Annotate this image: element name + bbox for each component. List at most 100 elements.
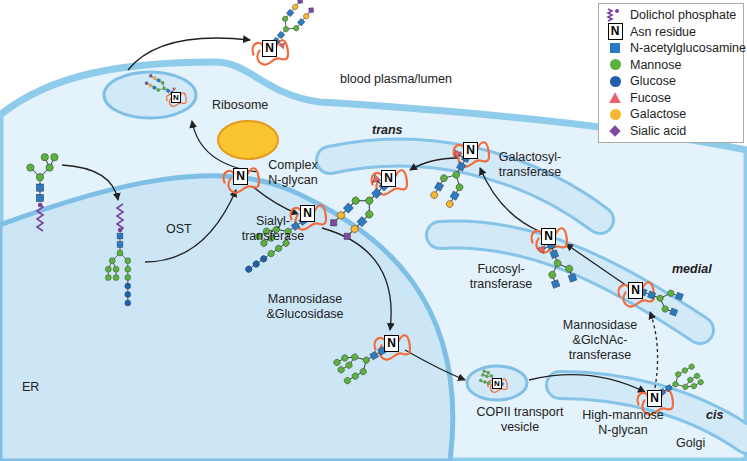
legend-text: Mannose (630, 58, 681, 72)
glycan (105, 233, 130, 306)
glycan-part (452, 170, 461, 179)
glycan-part (259, 254, 268, 263)
glycan-part (656, 294, 664, 302)
legend-text: Fucose (630, 91, 671, 105)
glycan-part (160, 81, 164, 85)
glycan-part (481, 373, 485, 377)
glycan-part (51, 154, 58, 161)
circle-swatch (610, 76, 621, 87)
asn-box: N (647, 390, 662, 407)
asn-box: N (300, 205, 315, 222)
label: Mannosidase &Glucosidase (262, 292, 348, 322)
glycan-part (364, 196, 374, 206)
legend-text: N-acetylglucosamine (630, 41, 746, 55)
glycan-part (156, 78, 160, 82)
glycan-part (667, 289, 675, 297)
glycan-part (281, 15, 289, 23)
glycan-part (162, 86, 166, 90)
glycan-part (351, 196, 361, 206)
diamond-swatch (609, 125, 620, 136)
protein-chain (488, 379, 507, 392)
glycan-part (345, 361, 354, 370)
glycan-part (105, 266, 111, 272)
legend-sample: N (604, 24, 626, 40)
glycan-part (152, 86, 156, 90)
legend-row: Fucose (604, 90, 738, 107)
glycan-part (681, 367, 689, 375)
glycan-part (550, 250, 559, 259)
dolichol-chain (37, 203, 43, 231)
glycan-part (292, 24, 300, 32)
legend-row: Glucose (604, 73, 738, 90)
glycan-part (370, 351, 379, 360)
glycan-part (485, 374, 489, 378)
glycan-part (693, 372, 701, 380)
protein-chain (224, 168, 259, 193)
glycan-part (333, 358, 342, 367)
glycan-part (117, 233, 123, 239)
glycan-part (568, 274, 577, 283)
protein-chain (253, 40, 288, 65)
legend-text: Dolichol phosphate (630, 8, 736, 22)
glycan-part (109, 258, 115, 264)
glycan-part (41, 154, 48, 161)
glycan-part (553, 259, 562, 268)
er-lumen (0, 176, 453, 461)
legend-text: Asn residue (630, 25, 696, 39)
glycan-part (648, 291, 656, 299)
glycan-part (457, 162, 466, 171)
glycan-part (370, 175, 381, 186)
asn-box: N (384, 335, 399, 352)
glycan-part (675, 292, 683, 300)
glycan-part (450, 191, 459, 200)
protein-chain (375, 335, 410, 360)
glycan-part (117, 250, 123, 256)
phosphate (118, 228, 122, 232)
glycan (636, 280, 683, 316)
glycan-part (672, 380, 680, 388)
legend-text: Sialic acid (630, 124, 686, 138)
glycan-part (351, 372, 360, 381)
glycan-part (113, 275, 119, 281)
glycan-part (144, 81, 149, 86)
protein-chain (167, 93, 186, 106)
triangle-swatch (609, 92, 621, 103)
glycan-part (350, 353, 359, 362)
legend-sample (604, 73, 626, 89)
glycan-part (117, 242, 123, 248)
glycan-part (608, 9, 612, 21)
glycan-part (682, 383, 690, 391)
label: Complex N-glycan (262, 158, 324, 188)
legend-sample (604, 57, 626, 73)
glycan-part (548, 270, 557, 279)
legend-sample (604, 40, 626, 56)
asn-box: N (262, 40, 277, 57)
glycan-part (36, 194, 43, 201)
legend-row: N-acetylglucosamine (604, 40, 738, 57)
glycan-part (483, 380, 487, 384)
glycan-part (482, 369, 486, 373)
legend-row: N Asn residue (604, 24, 738, 41)
glycan-part (359, 367, 368, 376)
asn-box: N (492, 378, 502, 389)
region-label: medial (672, 262, 712, 277)
glycan-part (244, 265, 253, 274)
glycan-part (166, 89, 170, 93)
legend-sample (604, 7, 626, 23)
glycan (27, 154, 58, 202)
pathway-arrows (62, 38, 658, 392)
copii-vesicle (467, 366, 527, 400)
glycan-part (551, 280, 560, 289)
label: COPII transport vesicle (468, 405, 572, 435)
glycan-part (286, 9, 294, 17)
glycan-part (538, 246, 547, 255)
glycan-part (125, 300, 131, 306)
region-label: trans (372, 123, 403, 138)
legend-sample (604, 90, 626, 106)
glycan-part (279, 41, 287, 49)
label: Mannosidase &GlcNAc-transferase (558, 318, 642, 363)
glycan-part (327, 217, 339, 229)
legend-text: Galactose (630, 107, 686, 121)
protein-chain (488, 379, 507, 392)
glycan-part (362, 356, 371, 365)
